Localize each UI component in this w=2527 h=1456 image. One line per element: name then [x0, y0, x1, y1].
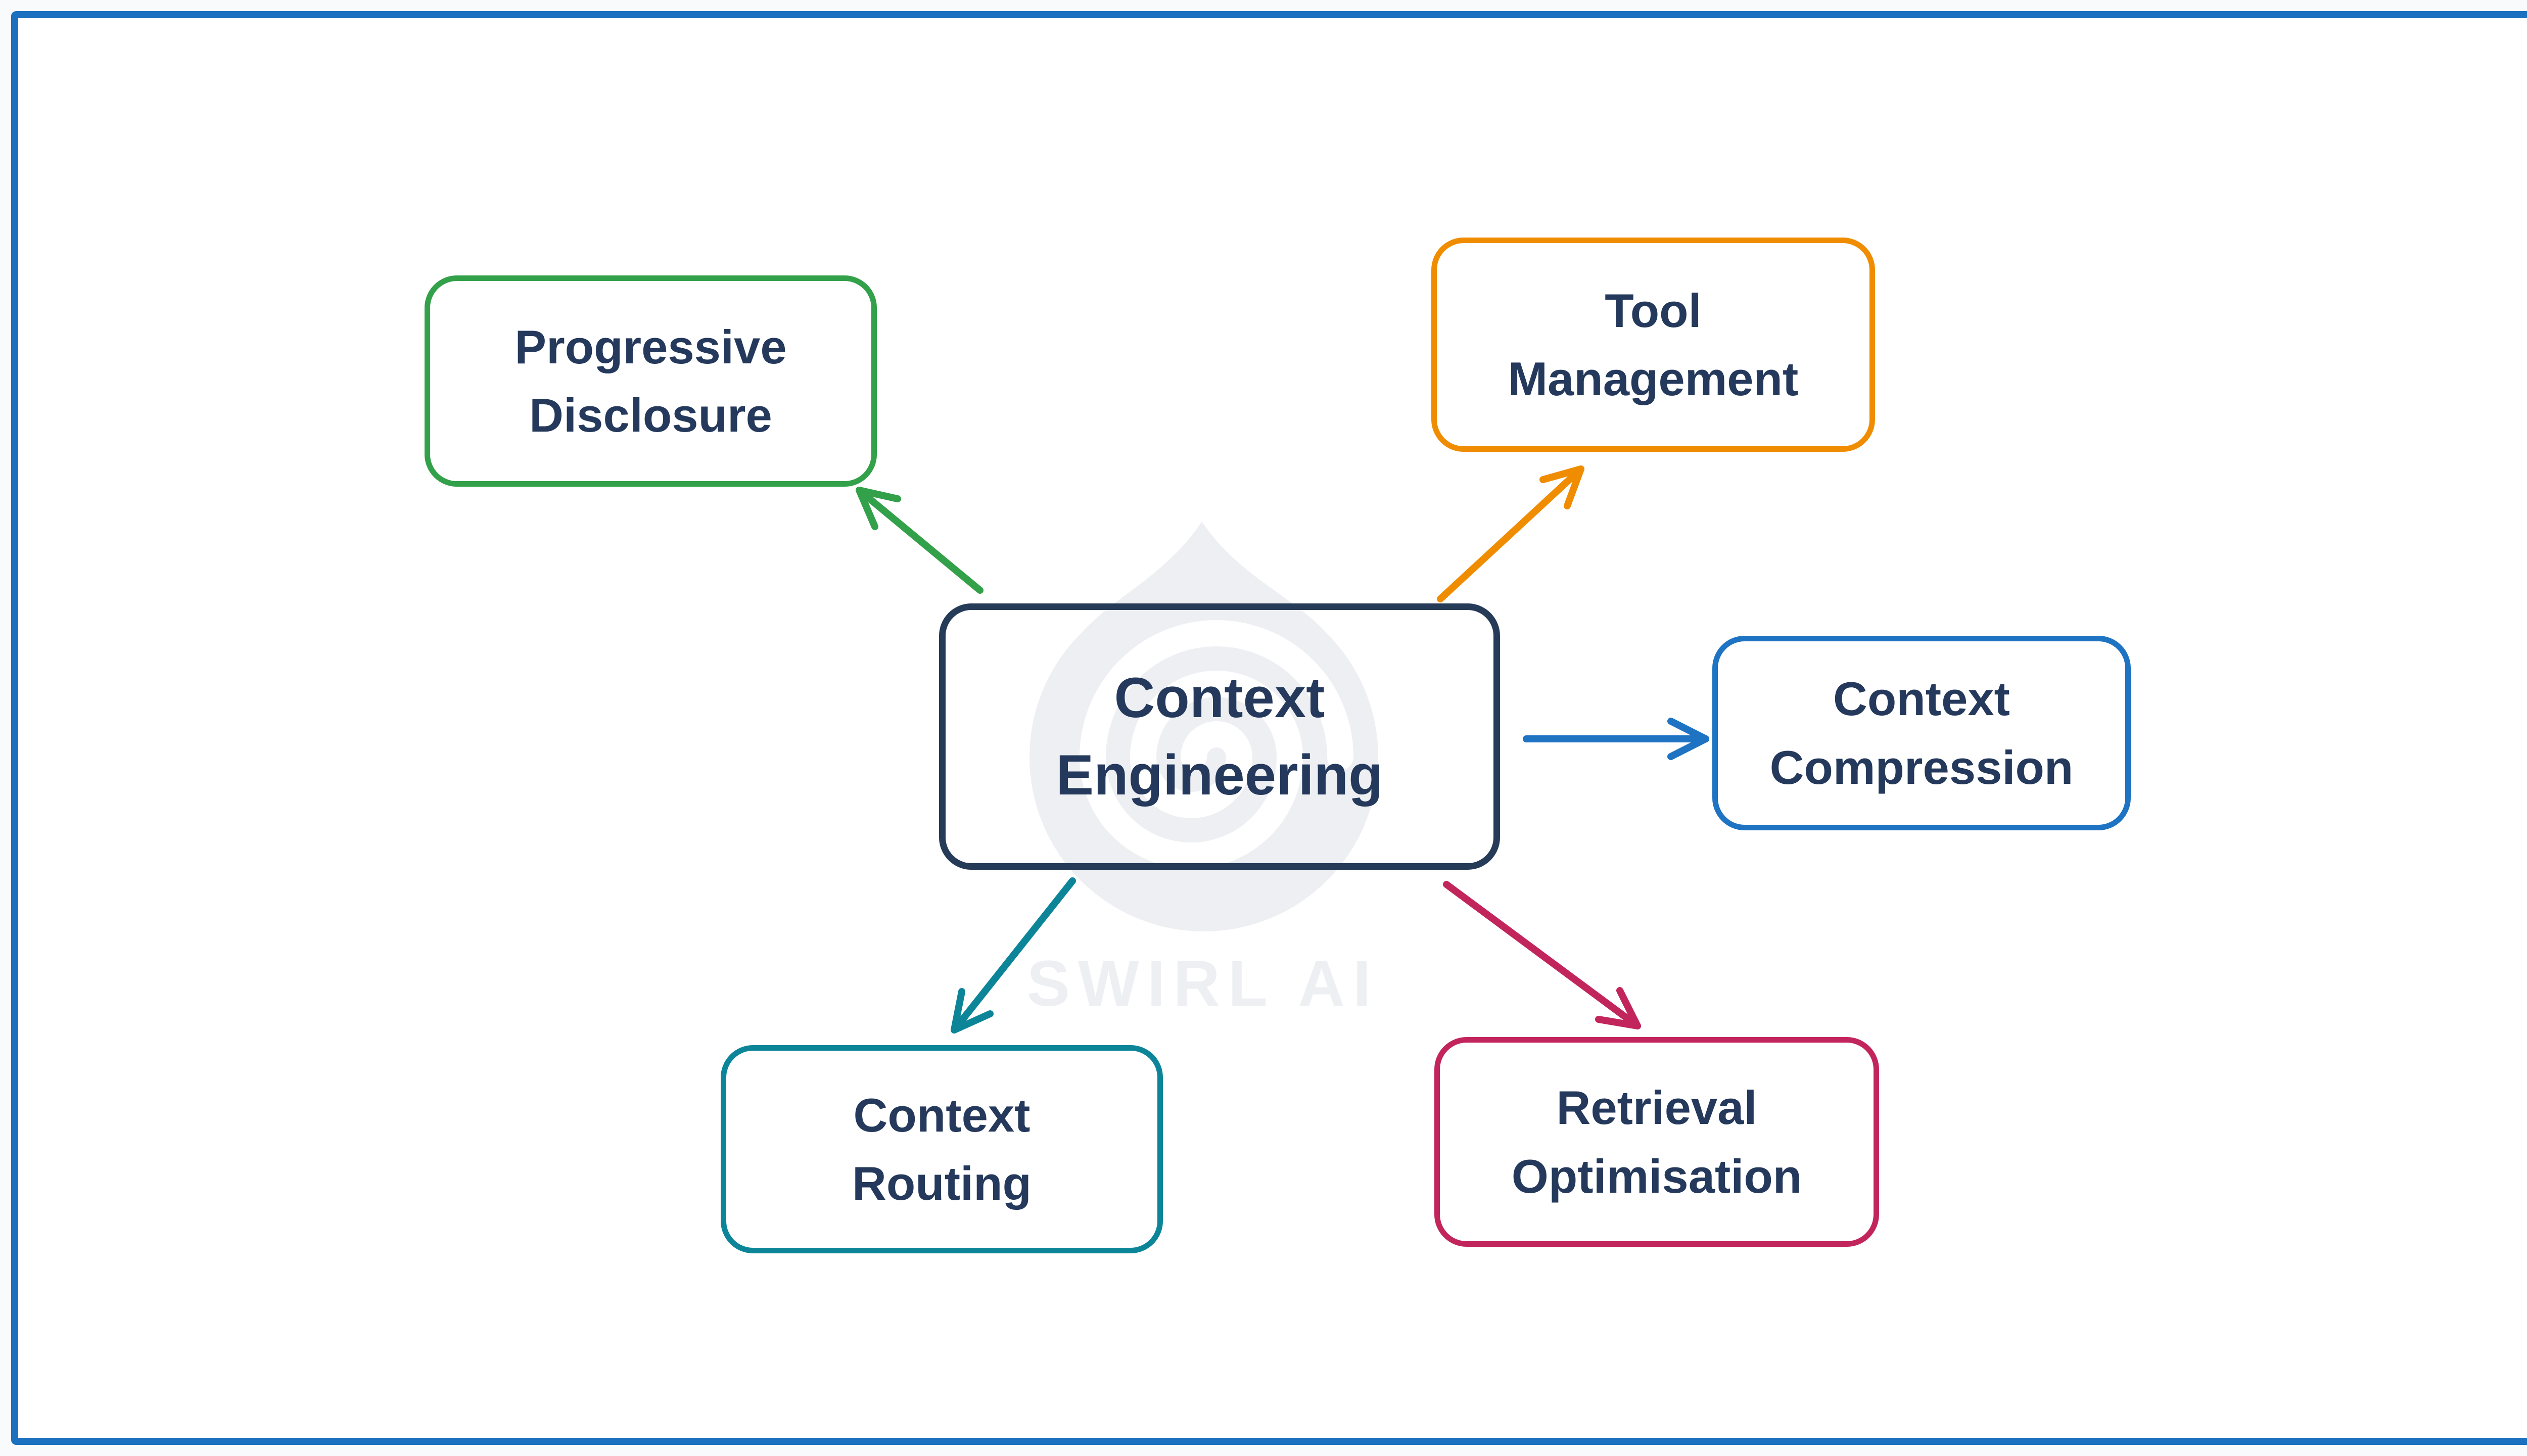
arrowhead-icon — [951, 988, 994, 1034]
node-retrieval-optimisation: Retrieval Optimisation — [1434, 1037, 1879, 1247]
node-label-line: Progressive — [514, 320, 787, 373]
node-label-line: Tool — [1605, 284, 1702, 337]
node-label-line: Context — [1114, 666, 1325, 730]
node-label-line: Optimisation — [1511, 1149, 1802, 1203]
node-label-line: Disclosure — [529, 389, 772, 442]
edge-to-context-compression — [1523, 718, 1709, 760]
arrowhead-icon — [1539, 465, 1584, 509]
node-label-line: Context — [853, 1088, 1031, 1142]
edge-line — [1443, 881, 1641, 1029]
edge-to-progressive-disclosure — [856, 487, 984, 594]
node-label-line: Retrieval — [1556, 1081, 1757, 1135]
node-tool-management: Tool Management — [1431, 238, 1875, 452]
node-context-engineering: Context Engineering — [939, 603, 1500, 870]
edge-line — [951, 877, 1076, 1034]
edge-to-retrieval-optimisation — [1443, 881, 1641, 1029]
node-context-routing: Context Routing — [721, 1045, 1163, 1253]
node-label-line: Compression — [1769, 740, 2074, 794]
node-context-compression: Context Compression — [1712, 636, 2131, 830]
node-progressive-disclosure: Progressive Disclosure — [425, 275, 877, 487]
edge-line — [856, 487, 984, 594]
swirl-logo-spiral-icon — [1079, 620, 1353, 869]
watermark-text: SWIRL AI — [1027, 948, 1379, 1020]
arrowhead-icon — [856, 487, 901, 530]
edge-to-tool-management — [1437, 465, 1584, 602]
node-label-line: Routing — [852, 1157, 1032, 1210]
node-label-line: Context — [1833, 672, 2010, 726]
edge-to-context-routing — [951, 877, 1076, 1034]
node-label-line: Management — [1508, 352, 1799, 405]
node-label-line: Engineering — [1056, 743, 1383, 807]
edge-line — [1437, 465, 1584, 602]
arrowhead-icon — [1595, 987, 1641, 1029]
arrowhead-icon — [1667, 718, 1709, 760]
